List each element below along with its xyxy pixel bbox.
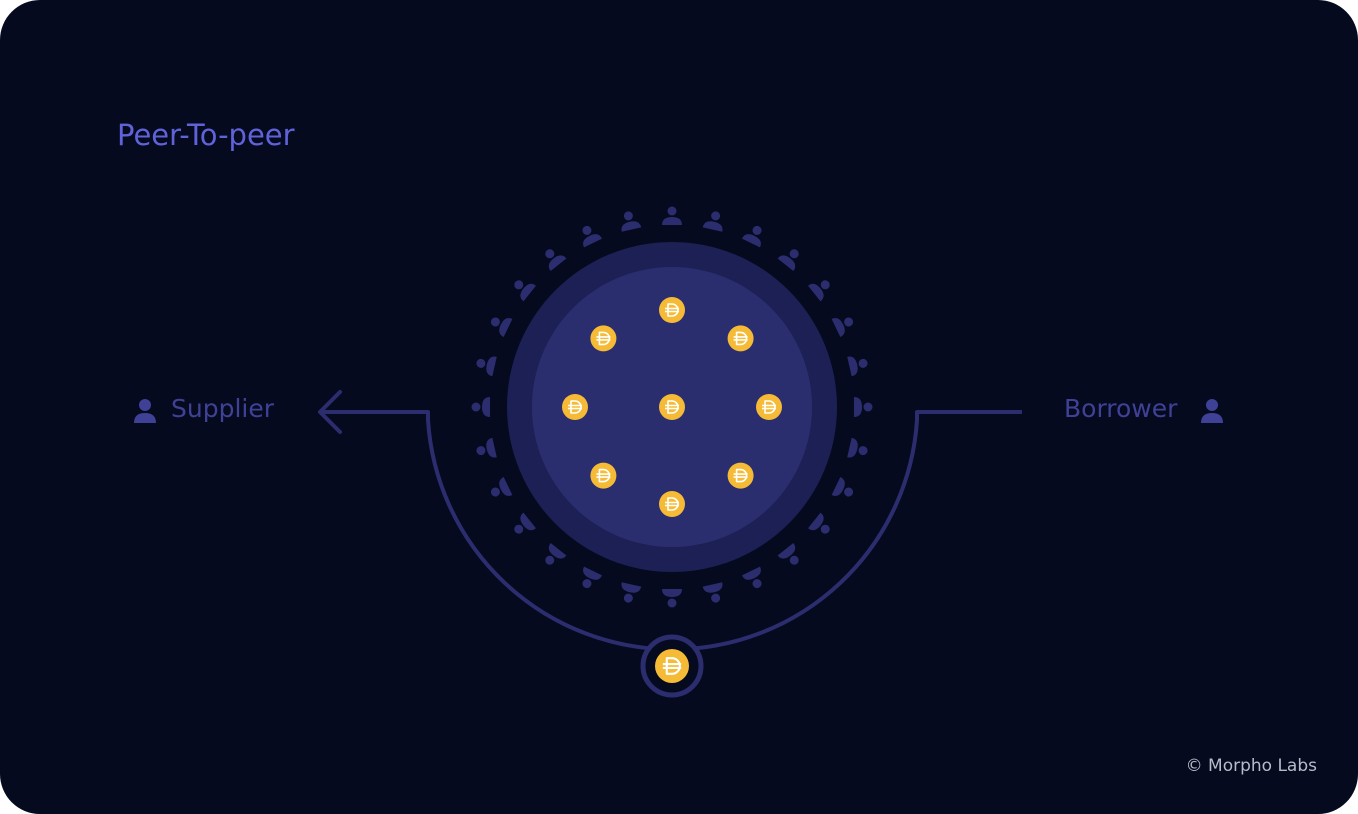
person-icon: [662, 206, 682, 225]
person-icon: [471, 397, 490, 417]
person-icon: [702, 582, 723, 603]
person-icon: [545, 249, 567, 271]
person-icon: [490, 317, 513, 338]
person-icon: [847, 437, 868, 458]
person-icon: [582, 566, 603, 589]
person-icon: [621, 582, 642, 603]
person-icon: [831, 317, 854, 338]
diagram-title: Peer-To-peer: [117, 118, 295, 152]
copyright-text: © Morpho Labs: [1185, 756, 1317, 776]
person-icon: [741, 566, 762, 589]
person-icon: [831, 476, 854, 497]
person-icon: [702, 211, 723, 232]
person-icon: [662, 589, 682, 608]
person-icon: [741, 225, 762, 248]
arrow-head: [318, 390, 342, 434]
person-icon: [476, 356, 497, 377]
person-icon: [854, 397, 873, 417]
person-icon: [777, 543, 799, 565]
dai-coin-icon: [659, 491, 685, 517]
dai-coin-icon: [655, 649, 689, 683]
person-icon: [777, 249, 799, 271]
borrower-label: Borrower: [1064, 394, 1178, 423]
dai-coin-icon: [659, 394, 685, 420]
dai-coin-icon: [756, 394, 782, 420]
person-icon: [808, 512, 830, 534]
dai-coin-icon: [727, 325, 754, 352]
dai-coin-icon: [655, 649, 689, 683]
person-icon: [490, 476, 513, 497]
person-icon: [545, 543, 567, 565]
dai-coin-icon: [727, 462, 754, 489]
dai-coin-icon: [590, 325, 617, 352]
person-icon: [847, 356, 868, 377]
person-icon: [514, 512, 536, 534]
user-crowd: [471, 206, 873, 608]
pool-coins: [562, 297, 782, 517]
person-icon: [476, 437, 497, 458]
transfer-coin: [640, 634, 704, 698]
dai-coin-icon: [562, 394, 588, 420]
dai-coin-icon: [659, 297, 685, 323]
person-icon: [582, 225, 603, 248]
person-icon: [808, 280, 830, 302]
person-icon: [621, 211, 642, 232]
supplier-label: Supplier: [171, 394, 275, 423]
person-icon: [1201, 399, 1223, 423]
person-icon: [134, 399, 156, 423]
person-icon: [514, 280, 536, 302]
dai-coin-icon: [590, 462, 617, 489]
